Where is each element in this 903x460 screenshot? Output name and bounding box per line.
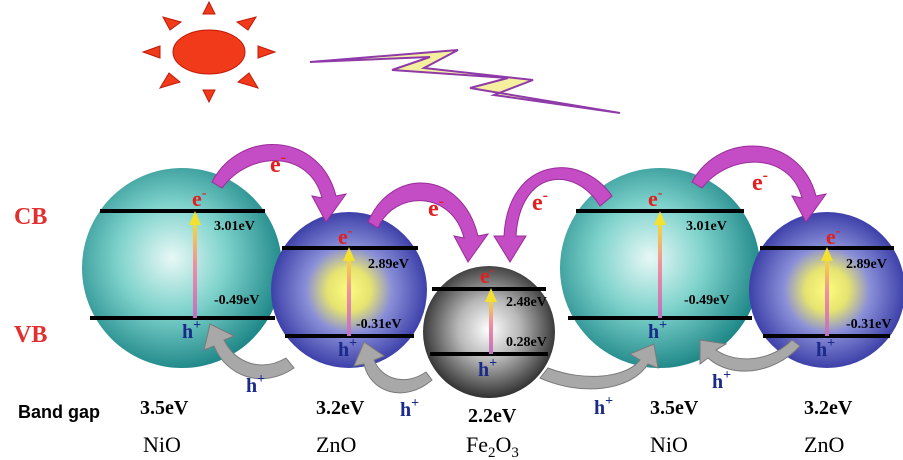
hole-label-transfer-4: h+ [712, 368, 731, 393]
cb-level-1: 3.01eV [214, 219, 255, 234]
electron-label-transfer-4: e- [752, 167, 768, 196]
sphere-fe2o3 [423, 266, 555, 398]
hole-label-vb-1: h+ [182, 318, 201, 343]
sphere-zno-1 [271, 212, 427, 368]
lightning-icon [309, 49, 621, 114]
vb-level-2: -0.31eV [356, 317, 402, 332]
hole-arrow-1 [203, 323, 295, 380]
vb-label: VB [14, 322, 47, 348]
band-gap-value-1: 3.5eV [140, 397, 189, 419]
band-gap-label: Band gap [18, 402, 100, 422]
hole-label-transfer-2: h+ [400, 396, 419, 421]
cb-label: CB [14, 204, 47, 230]
material-name-5: ZnO [804, 432, 844, 457]
electron-label-cb-3: e- [480, 263, 495, 288]
band-gap-value-2: 3.2eV [316, 397, 365, 419]
band-gap-value-3: 2.2eV [468, 405, 517, 427]
vb-level-5: -0.31eV [846, 317, 892, 332]
energy-level-labels: 3.01eV -0.49eV 2.89eV -0.31eV 2.48eV 0.2… [214, 219, 892, 350]
hole-label-vb-5: h+ [816, 336, 835, 361]
electron-transfer-arrows [211, 143, 828, 263]
vb-level-1: -0.49eV [214, 293, 260, 308]
electron-label-transfer-1: e- [270, 149, 286, 178]
sphere-nio-1 [82, 168, 282, 368]
cb-level-2: 2.89eV [368, 257, 409, 272]
electron-label-transfer-3: e- [532, 187, 548, 216]
cb-level-3: 2.48eV [506, 295, 547, 310]
hole-label-vb-2: h+ [338, 336, 357, 361]
material-name-1: NiO [143, 432, 181, 457]
material-names: NiO ZnO Fe2O3 NiO ZnO [143, 432, 844, 460]
electron-label-cb-2: e- [338, 224, 353, 249]
hole-label-transfer-3: h+ [594, 394, 613, 419]
hole-arrow-3 [539, 343, 659, 390]
sun-icon [141, 0, 277, 104]
material-name-2: ZnO [316, 432, 356, 457]
material-name-4: NiO [650, 432, 688, 457]
hole-label-vb-3: h+ [478, 356, 497, 381]
hole-label-vb-4: h+ [648, 318, 667, 343]
hole-arrow-4 [699, 339, 801, 372]
cb-level-4: 3.01eV [686, 219, 727, 234]
electron-label-transfer-2: e- [428, 193, 444, 222]
band-gap-value-4: 3.5eV [650, 397, 699, 419]
electron-arrow-3 [493, 167, 613, 263]
electron-arrow-2 [367, 182, 490, 263]
electron-arrow-1 [211, 143, 348, 223]
vb-level-4: -0.49eV [684, 293, 730, 308]
sphere-nio-2 [560, 168, 760, 368]
electron-transfer-labels: e- e- e- e- [270, 149, 768, 222]
sphere-zno-2 [749, 212, 903, 368]
hole-transfer-labels: h+ h+ h+ h+ [246, 368, 731, 421]
electron-label-cb-4: e- [648, 186, 663, 211]
band-gap-value-5: 3.2eV [804, 397, 853, 419]
vb-level-3: 0.28eV [506, 335, 547, 350]
hole-label-transfer-1: h+ [246, 372, 265, 397]
electron-arrow-4 [691, 145, 828, 223]
hole-vb-labels: h+ h+ h+ h+ h+ [182, 318, 835, 381]
material-name-3: Fe2O3 [466, 432, 519, 460]
cb-level-5: 2.89eV [846, 257, 887, 272]
electron-cb-labels: e- e- e- e- e- [192, 186, 841, 288]
band-gap-values: 3.5eV 3.2eV 2.2eV 3.5eV 3.2eV [140, 397, 853, 427]
electron-label-cb-5: e- [826, 224, 841, 249]
hole-transfer-arrows [203, 323, 801, 394]
electron-label-cb-1: e- [192, 186, 207, 211]
hole-arrow-2 [353, 341, 433, 394]
